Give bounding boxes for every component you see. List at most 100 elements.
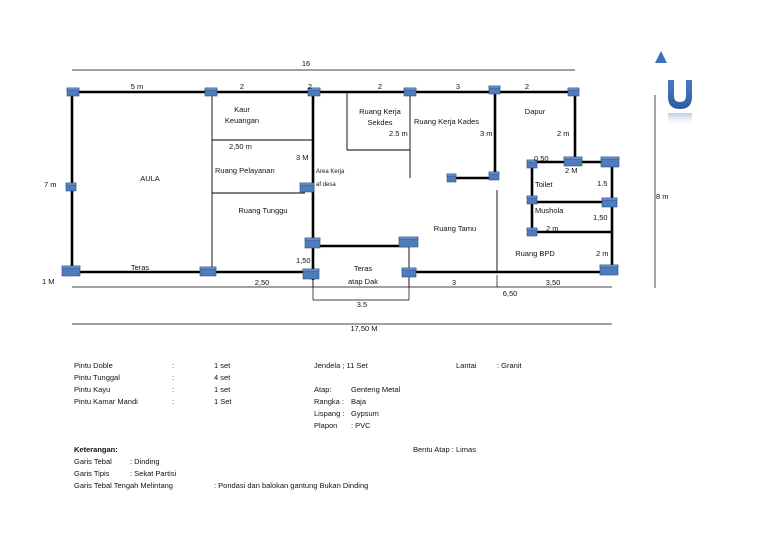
dim-top-kaur: 2: [240, 82, 244, 91]
room-kaur-line1: Kaur: [234, 105, 250, 114]
legend-material-name: Lispang :: [314, 409, 345, 418]
dim-sekdes-height: 2.5 m: [389, 129, 408, 138]
dim-dapur-height: 2 m: [557, 129, 570, 138]
column: [601, 197, 618, 208]
legend-bentuk-atap: Bentu Atap : Limas: [413, 445, 476, 454]
legend-door-name: Pintu Kamar Mandi: [74, 397, 138, 406]
legend-door-name: Pintu Tunggal: [74, 373, 120, 382]
dim-toilet-height: 1.5: [597, 179, 607, 188]
legend-keterangan-name: Garis Tipis: [74, 469, 110, 478]
column: [488, 85, 501, 95]
column: [66, 87, 80, 97]
legend-material-value: : PVC: [351, 421, 371, 430]
room-labels: AULA Teras Kaur Keuangan Ruang Pelayanan…: [131, 105, 564, 286]
room-tamu: Ruang Tamu: [434, 224, 476, 233]
column: [307, 87, 321, 97]
legend-keterangan-title: Keterangan:: [74, 445, 118, 454]
dim-top-sekdes: 2: [378, 82, 382, 91]
dim-bottom-teras-dak: 3.5: [357, 300, 367, 309]
legend-keterangan-value: : Sekat Partisi: [130, 469, 177, 478]
legend-door-qty: 1 set: [214, 361, 231, 370]
dim-pelayanan-height: 3 M: [296, 153, 309, 162]
north-label: U: [680, 71, 681, 73]
dim-mushola-width: 2 m: [546, 224, 559, 233]
column: [567, 87, 580, 97]
dim-bottom-bpd: 3,50: [546, 278, 561, 287]
dim-bottom-right: 6,50: [503, 289, 518, 298]
dim-top-kades: 3: [456, 82, 460, 91]
legend-jendela: Jendela ; 11 Set: [314, 361, 368, 370]
legend-material-name: Plapon: [314, 421, 338, 430]
column: [599, 264, 619, 276]
column: [199, 266, 217, 277]
room-area-kerja-line1: Area Kerja: [316, 169, 345, 175]
legend-door-sep: :: [172, 361, 175, 370]
room-kaur-line2: Keuangan: [225, 116, 259, 125]
legend-material-name: Atap:: [314, 385, 332, 394]
room-teras-dak-line2: atap Dak: [348, 277, 378, 286]
column: [398, 236, 419, 248]
legend-door-name: Pintu Doble: [74, 361, 113, 370]
column: [446, 173, 457, 183]
dimension-labels: 16 5 m 2 2 2 3 2 7 m 1 M 8 m 2,50 m 3 M …: [42, 59, 669, 333]
dim-bottom-total: 17,50 M: [350, 324, 377, 333]
room-tunggu: Ruang Tunggu: [238, 206, 287, 215]
column: [488, 171, 500, 181]
legend-keterangan-value: : Dinding: [130, 457, 160, 466]
dim-left-height: 7 m: [44, 180, 57, 189]
dim-bottom-tunggu: 2,50: [255, 278, 270, 287]
room-dapur: Dapur: [525, 107, 546, 116]
dim-teras-dak-height: 1,50: [296, 256, 311, 265]
room-teras: Teras: [131, 263, 150, 272]
dim-kaur-width: 2,50 m: [229, 142, 252, 151]
room-sekdes-line2: Sekdes: [367, 118, 392, 127]
room-teras-dak-line1: Teras: [354, 264, 373, 273]
legend-door-sep: :: [172, 385, 175, 394]
legend-keterangan-name: Garis Tebal Tengah Melintang: [74, 481, 173, 490]
dim-top-total: 16: [302, 59, 310, 68]
column: [302, 268, 320, 280]
column: [299, 182, 315, 193]
dim-right-height: 8 m: [656, 192, 669, 201]
dim-kades-height: 3 m: [480, 129, 493, 138]
room-area-kerja-line2: af desa: [316, 182, 336, 188]
legend-lantai: Lantai: [456, 361, 477, 370]
column: [526, 195, 538, 205]
legend-keterangan-name: Garis Tebal: [74, 457, 112, 466]
room-mushola: Mushola: [535, 206, 564, 215]
room-pelayanan: Ruang Pelayanan: [215, 166, 275, 175]
partitions: [211, 92, 498, 287]
dimension-lines: [72, 69, 656, 325]
room-bpd: Ruang BPD: [515, 249, 555, 258]
room-kades: Ruang Kerja Kades: [414, 117, 479, 126]
legend-door-qty: 4 set: [214, 373, 231, 382]
column: [526, 227, 538, 237]
dim-toilet-width: 2 M: [565, 166, 578, 175]
structural-columns: [61, 85, 620, 280]
legend-door-sep: :: [172, 397, 175, 406]
room-sekdes-line1: Ruang Kerja: [359, 107, 402, 116]
dim-bottom-tamu: 3: [452, 278, 456, 287]
column: [526, 159, 538, 169]
column: [401, 267, 417, 278]
column: [204, 87, 218, 97]
legend-door-qty: 1 Set: [214, 397, 232, 406]
dim-mushola-height: 1,50: [593, 213, 608, 222]
legend-keterangan-value: : Pondasi dan balokan gantung Bukan Dind…: [214, 481, 369, 490]
legend-material-name: Rangka :: [314, 397, 345, 406]
column: [304, 237, 321, 249]
column: [403, 87, 417, 97]
column: [61, 265, 81, 277]
room-aula: AULA: [140, 174, 160, 183]
legend-door-sep: :: [172, 373, 175, 382]
dim-top-dapur: 2: [525, 82, 529, 91]
dim-top-column: 2: [308, 82, 312, 91]
dim-top-aula: 5 m: [131, 82, 144, 91]
legend-door-name: Pintu Kayu: [74, 385, 111, 394]
column: [600, 156, 620, 168]
dim-left-teras: 1 M: [42, 277, 55, 286]
legend-material-value: Baja: [351, 397, 367, 406]
room-toilet: Toilet: [535, 180, 553, 189]
north-arrow-icon: U: [655, 51, 692, 127]
